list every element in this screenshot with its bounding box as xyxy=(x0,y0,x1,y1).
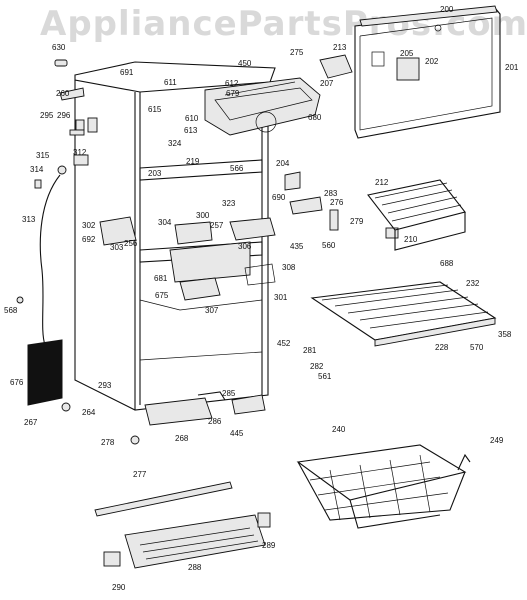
wire-shelf-large xyxy=(310,281,497,347)
small-parts-top-left xyxy=(16,59,98,346)
callout-312: 312 xyxy=(73,148,87,157)
callout-560: 560 xyxy=(322,241,336,250)
callout-676: 676 xyxy=(10,378,24,387)
callout-210: 210 xyxy=(404,235,418,244)
drawer-rail xyxy=(94,481,233,517)
callout-307: 307 xyxy=(205,306,219,315)
callout-630: 630 xyxy=(52,43,66,52)
callout-207: 207 xyxy=(320,79,334,88)
control-housing xyxy=(99,216,276,301)
callout-314: 314 xyxy=(30,165,44,174)
brackets-right xyxy=(229,171,399,241)
callout-688: 688 xyxy=(440,259,454,268)
callout-304: 304 xyxy=(158,218,172,227)
callout-570: 570 xyxy=(470,343,484,352)
callout-691: 691 xyxy=(120,68,134,77)
callout-203: 203 xyxy=(148,169,162,178)
callout-278: 278 xyxy=(101,438,115,447)
callout-201: 201 xyxy=(505,63,519,72)
callout-296: 296 xyxy=(57,111,71,120)
callout-680: 680 xyxy=(308,113,322,122)
callout-615: 615 xyxy=(148,105,162,114)
callout-301: 301 xyxy=(274,293,288,302)
callout-205: 205 xyxy=(400,49,414,58)
bottom-grille xyxy=(103,512,271,569)
callout-228: 228 xyxy=(435,343,449,352)
callout-610: 610 xyxy=(185,114,199,123)
callout-692: 692 xyxy=(82,235,96,244)
callout-268: 268 xyxy=(175,434,189,443)
wire-shelf-upper xyxy=(367,179,466,251)
callout-277: 277 xyxy=(133,470,147,479)
callout-681: 681 xyxy=(154,274,168,283)
callout-358: 358 xyxy=(498,330,512,339)
callout-690: 690 xyxy=(272,193,286,202)
callout-204: 204 xyxy=(276,159,290,168)
callout-256: 256 xyxy=(124,239,138,248)
callout-302: 302 xyxy=(82,221,96,230)
callout-445: 445 xyxy=(230,429,244,438)
callout-308: 308 xyxy=(282,263,296,272)
callout-566: 566 xyxy=(230,164,244,173)
callout-260: 260 xyxy=(56,89,70,98)
evaporator-cover xyxy=(27,339,63,406)
callout-611: 611 xyxy=(164,78,177,87)
callout-289: 289 xyxy=(262,541,276,550)
callout-313: 313 xyxy=(22,215,36,224)
callout-279: 279 xyxy=(350,217,364,226)
callout-213: 213 xyxy=(333,43,347,52)
callout-675: 675 xyxy=(155,291,169,300)
callout-568: 568 xyxy=(4,306,18,315)
callout-267: 267 xyxy=(24,418,38,427)
callout-219: 219 xyxy=(186,157,200,166)
callout-275: 275 xyxy=(290,48,304,57)
callout-290: 290 xyxy=(112,583,126,592)
callout-249: 249 xyxy=(490,436,504,445)
callout-452: 452 xyxy=(277,339,291,348)
callout-200: 200 xyxy=(440,5,454,14)
callout-306: 306 xyxy=(238,242,252,251)
callout-612: 612 xyxy=(225,79,239,88)
callout-212: 212 xyxy=(375,178,389,187)
callout-323: 323 xyxy=(222,199,236,208)
callout-303: 303 xyxy=(110,243,124,252)
callout-286: 286 xyxy=(208,417,222,426)
callout-613: 613 xyxy=(184,126,198,135)
callout-282: 282 xyxy=(310,362,324,371)
freezer-door-panel xyxy=(354,5,501,139)
callout-202: 202 xyxy=(425,57,439,66)
callout-240: 240 xyxy=(332,425,346,434)
callout-679: 679 xyxy=(226,89,240,98)
callout-293: 293 xyxy=(98,381,112,390)
wire-basket xyxy=(296,444,471,529)
callout-295: 295 xyxy=(40,111,54,120)
callout-276: 276 xyxy=(330,198,344,207)
callout-300: 300 xyxy=(196,211,210,220)
callout-315: 315 xyxy=(36,151,50,160)
callout-281: 281 xyxy=(303,346,317,355)
callout-561: 561 xyxy=(318,372,332,381)
callout-283: 283 xyxy=(324,189,338,198)
callout-435: 435 xyxy=(290,242,304,251)
callout-264: 264 xyxy=(82,408,96,417)
callout-324: 324 xyxy=(168,139,182,148)
bottom-parts xyxy=(61,391,266,445)
callout-232: 232 xyxy=(466,279,480,288)
callout-285: 285 xyxy=(222,389,236,398)
callout-labels: 200 201 202 203 204 205 207 210 212 213 … xyxy=(4,5,519,592)
callout-450: 450 xyxy=(238,59,252,68)
cabinet-body xyxy=(74,61,276,411)
callout-288: 288 xyxy=(188,563,202,572)
ice-maker-assembly xyxy=(204,77,321,136)
callout-257: 257 xyxy=(210,221,224,230)
ice-tray xyxy=(319,54,353,79)
